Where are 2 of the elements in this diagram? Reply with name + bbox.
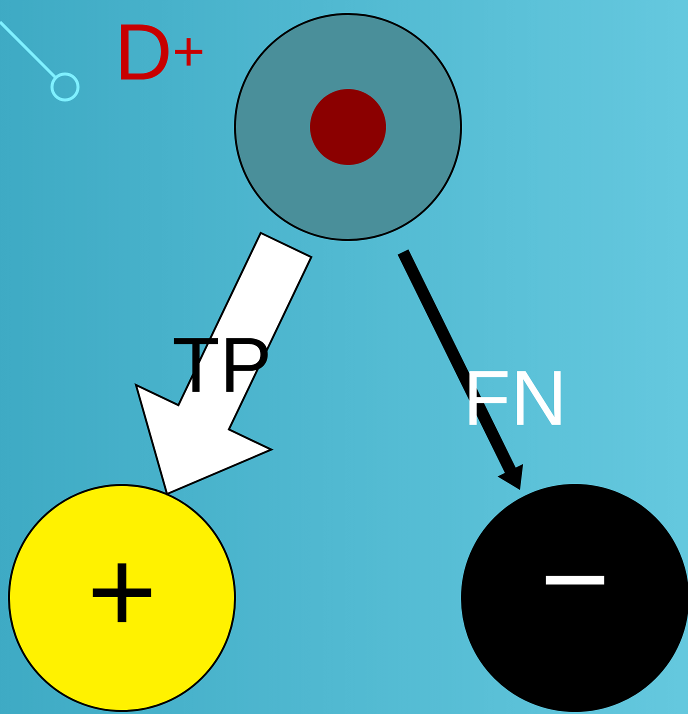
node-label: D$^{+}$ (121, 24, 202, 80)
source-circle (234, 13, 462, 241)
